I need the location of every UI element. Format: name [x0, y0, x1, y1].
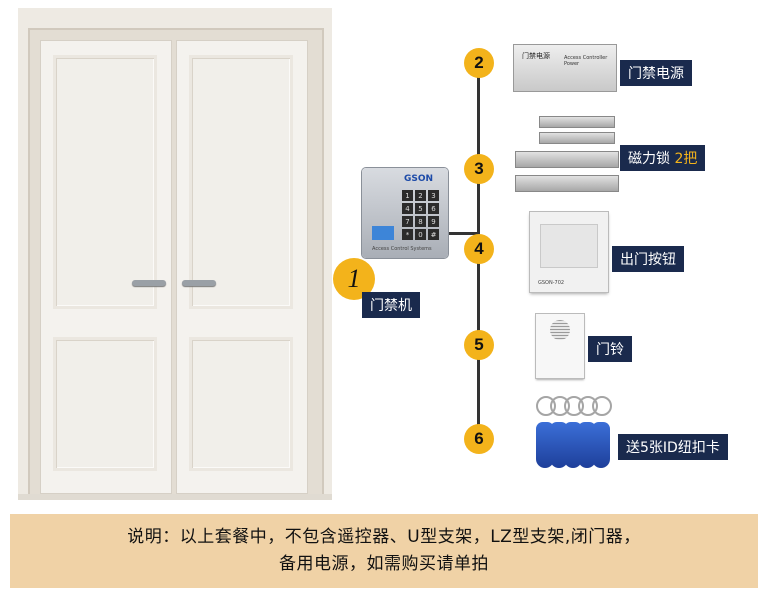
door-panel: [56, 340, 154, 468]
door-leaf-left: [40, 40, 172, 494]
item-number-4: 4: [464, 234, 494, 264]
exit-button-face: [540, 224, 598, 268]
keypad-key: 0: [415, 229, 426, 240]
lock-bracket: [540, 117, 614, 127]
floor: [18, 494, 332, 500]
item-label-5: 门铃: [588, 336, 632, 362]
item-label-6: 送5张ID纽扣卡: [618, 434, 728, 460]
exit-button-model: GSON-702: [538, 280, 565, 286]
item-label-1: 门禁机: [362, 292, 420, 318]
door-panel: [56, 58, 154, 306]
door-panel: [192, 58, 290, 306]
keypad-key: 4: [402, 203, 413, 214]
exit-button-image: GSON-702: [530, 212, 608, 292]
doorbell-image: [536, 314, 584, 378]
door-leaf-right: [176, 40, 308, 494]
keypad-footer: Access Control Systems: [372, 246, 432, 252]
door-handle: [132, 280, 166, 286]
keypad-key: 7: [402, 216, 413, 227]
keypad-key: 9: [428, 216, 439, 227]
magnetic-lock-image: [516, 176, 618, 191]
door-handle: [182, 280, 216, 286]
keypad-key: 8: [415, 216, 426, 227]
item-label-2: 门禁电源: [620, 60, 692, 86]
keypad-key: 5: [415, 203, 426, 214]
id-key-tags-image: [530, 388, 616, 476]
connector-line: [448, 232, 478, 235]
keypad-key: 6: [428, 203, 439, 214]
id-key-tag: [578, 422, 596, 468]
id-key-tag: [564, 422, 582, 468]
doorbell-speaker: [550, 320, 570, 340]
keypad-key: 1: [402, 190, 413, 201]
note-banner: 说明：以上套餐中，不包含遥控器、U型支架，LZ型支架,闭门器， 备用电源，如需购…: [10, 514, 758, 588]
item-label-3: 磁力锁 2把: [620, 145, 706, 171]
item-label-3-text: 磁力锁: [628, 151, 670, 167]
id-key-tag: [592, 422, 610, 468]
note-line-1: 说明：以上套餐中，不包含遥控器、U型支架，LZ型支架,闭门器，: [127, 527, 641, 547]
power-supply-image: 门禁电源 Access Controller Power: [514, 45, 616, 91]
card-reader-area: [372, 226, 394, 240]
psu-subtitle: Access Controller Power: [564, 55, 608, 67]
lock-bracket: [540, 133, 614, 143]
note-line-2: 备用电源，如需购买请单拍: [279, 554, 489, 574]
keypad-brand: GSON: [404, 174, 434, 184]
keypad-key: *: [402, 229, 413, 240]
door-panel: [192, 340, 290, 468]
keypad-key: 3: [428, 190, 439, 201]
magnetic-lock-image: [516, 152, 618, 167]
id-key-tag: [550, 422, 568, 468]
item-number-6: 6: [464, 424, 494, 454]
psu-title: 门禁电源: [522, 52, 550, 60]
keypad-key: 2: [415, 190, 426, 201]
item-number-5: 5: [464, 330, 494, 360]
keypad-key: #: [428, 229, 439, 240]
item-number-2: 2: [464, 48, 494, 78]
item-label-4: 出门按钮: [612, 246, 684, 272]
item-label-3-accent: 2把: [674, 151, 698, 167]
id-key-tag: [536, 422, 554, 468]
key-ring: [592, 396, 612, 416]
item-number-3: 3: [464, 154, 494, 184]
